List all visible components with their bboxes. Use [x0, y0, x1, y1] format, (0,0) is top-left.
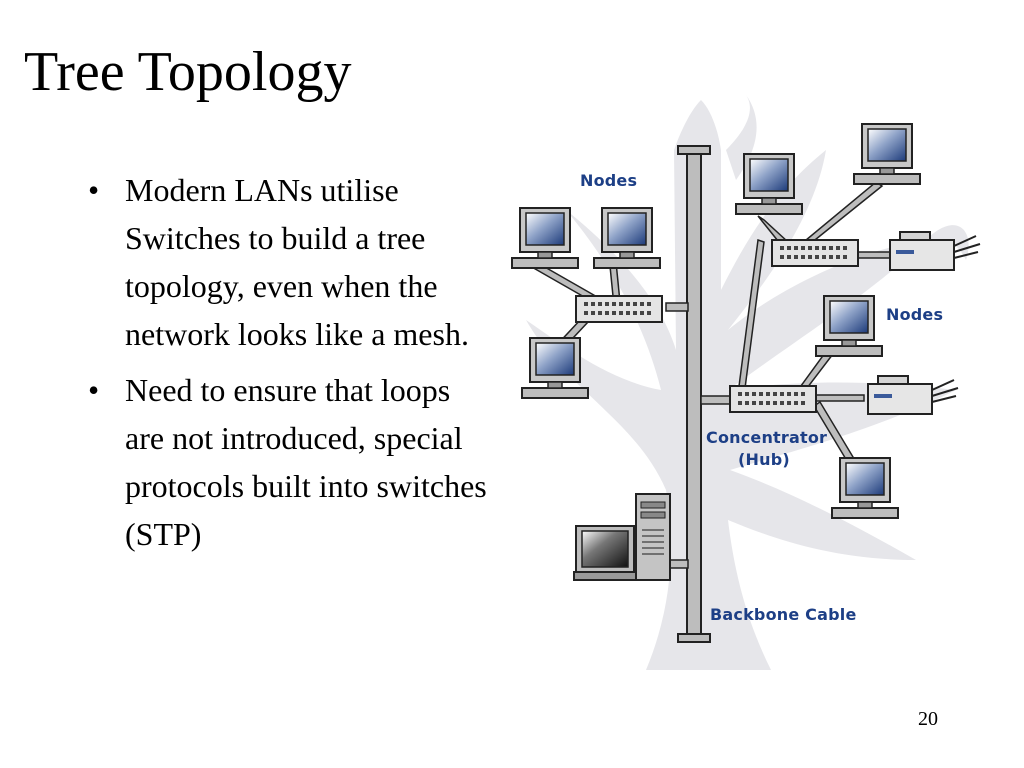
label-hub: (Hub) — [738, 450, 790, 469]
hub-icon — [575, 295, 663, 323]
bullet-item: • Modern LANs utilise Switches to build … — [88, 166, 488, 358]
computer-icon — [815, 295, 883, 357]
slide-title: Tree Topology — [24, 41, 352, 103]
hub-icon — [729, 385, 817, 413]
bullet-dot: • — [88, 172, 100, 208]
label-nodes-top: Nodes — [580, 171, 637, 190]
bullet-item: • Need to ensure that loops are not intr… — [88, 366, 488, 558]
server-tower-icon — [573, 493, 671, 581]
label-concentrator: Concentrator — [706, 428, 827, 447]
computer-icon — [831, 457, 899, 519]
backbone-cable — [677, 145, 711, 643]
computer-icon — [853, 123, 921, 185]
label-nodes-right: Nodes — [886, 305, 943, 324]
bullet-list: • Modern LANs utilise Switches to build … — [88, 166, 488, 566]
tree-topology-diagram: Nodes Nodes Concentrator (Hub) Backbone … — [511, 95, 981, 670]
tree-silhouette — [526, 95, 969, 670]
bullet-text: Modern LANs utilise Switches to build a … — [125, 172, 469, 352]
computer-icon — [735, 153, 803, 215]
label-backbone-cable: Backbone Cable — [710, 605, 857, 624]
hub-icon — [771, 239, 859, 267]
computer-icon — [593, 207, 661, 269]
computer-icon — [511, 207, 579, 269]
computer-icon — [521, 337, 589, 399]
page-number: 20 — [918, 708, 938, 730]
bullet-dot: • — [88, 372, 100, 408]
bullet-text: Need to ensure that loops are not introd… — [125, 372, 487, 552]
